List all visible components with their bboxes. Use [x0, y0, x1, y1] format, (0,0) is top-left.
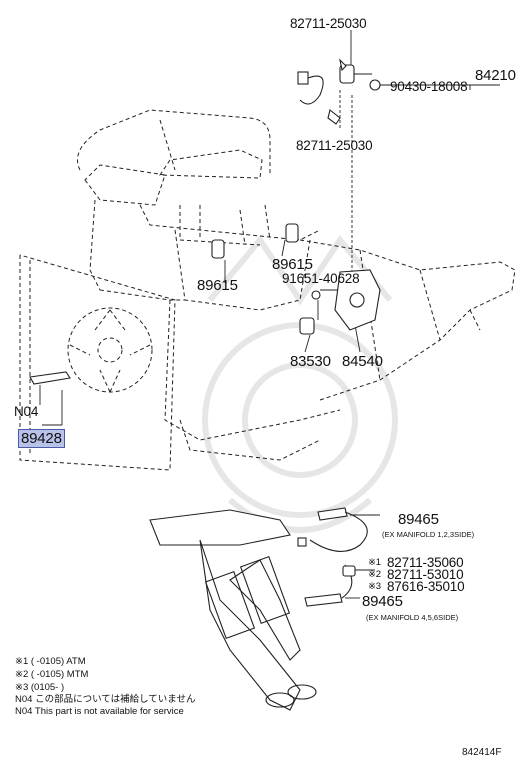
- part-number-90430-18008[interactable]: 90430-18008: [390, 79, 468, 94]
- part-number-82711-53010[interactable]: 82711-53010: [387, 567, 464, 582]
- mark-1: ※1: [368, 557, 381, 568]
- part-number-84210[interactable]: 84210: [475, 67, 516, 84]
- part-number-89465-a[interactable]: 89465: [398, 511, 439, 528]
- mark-2: ※2: [368, 569, 381, 580]
- note-code-n04: N04: [14, 404, 39, 419]
- part-number-84540[interactable]: 84540: [342, 353, 383, 370]
- leader-lines: [39, 30, 500, 599]
- part-number-82711-35060[interactable]: 82711-35060: [387, 555, 464, 570]
- part-number-87616-35010[interactable]: 87616-35010: [387, 579, 465, 594]
- part-number-89428[interactable]: 89428: [18, 429, 65, 448]
- engine-outline: [19, 109, 516, 471]
- part-note-ex-manifold-123: (EX MANIFOLD 1,2,3SIDE): [382, 530, 475, 539]
- part-number-89615-left[interactable]: 89615: [197, 277, 238, 294]
- component-shapes: [29, 58, 381, 711]
- footnote-3: ※3 (0105- ): [15, 682, 65, 693]
- part-number-82711-25030-mid[interactable]: 82711-25030: [296, 138, 373, 153]
- figure-id: 842414F: [462, 747, 502, 758]
- mark-3: ※3: [368, 581, 381, 592]
- part-note-ex-manifold-456: (EX MANIFOLD 4,5,6SIDE): [366, 613, 459, 622]
- footnote-4: N04 この部品については補給していません: [15, 694, 196, 705]
- footnote-5: N04 This part is not available for servi…: [15, 706, 184, 717]
- part-number-89465-b[interactable]: 89465: [362, 593, 403, 610]
- part-number-82711-25030-top[interactable]: 82711-25030: [290, 16, 367, 31]
- part-number-91651-40628[interactable]: 91651-40628: [282, 271, 360, 286]
- part-number-83530[interactable]: 83530: [290, 353, 331, 370]
- part-number-89615-right[interactable]: 89615: [272, 256, 313, 273]
- footnote-2: ※2 ( -0105) MTM: [15, 669, 89, 680]
- footnote-1: ※1 ( -0105) ATM: [15, 656, 86, 667]
